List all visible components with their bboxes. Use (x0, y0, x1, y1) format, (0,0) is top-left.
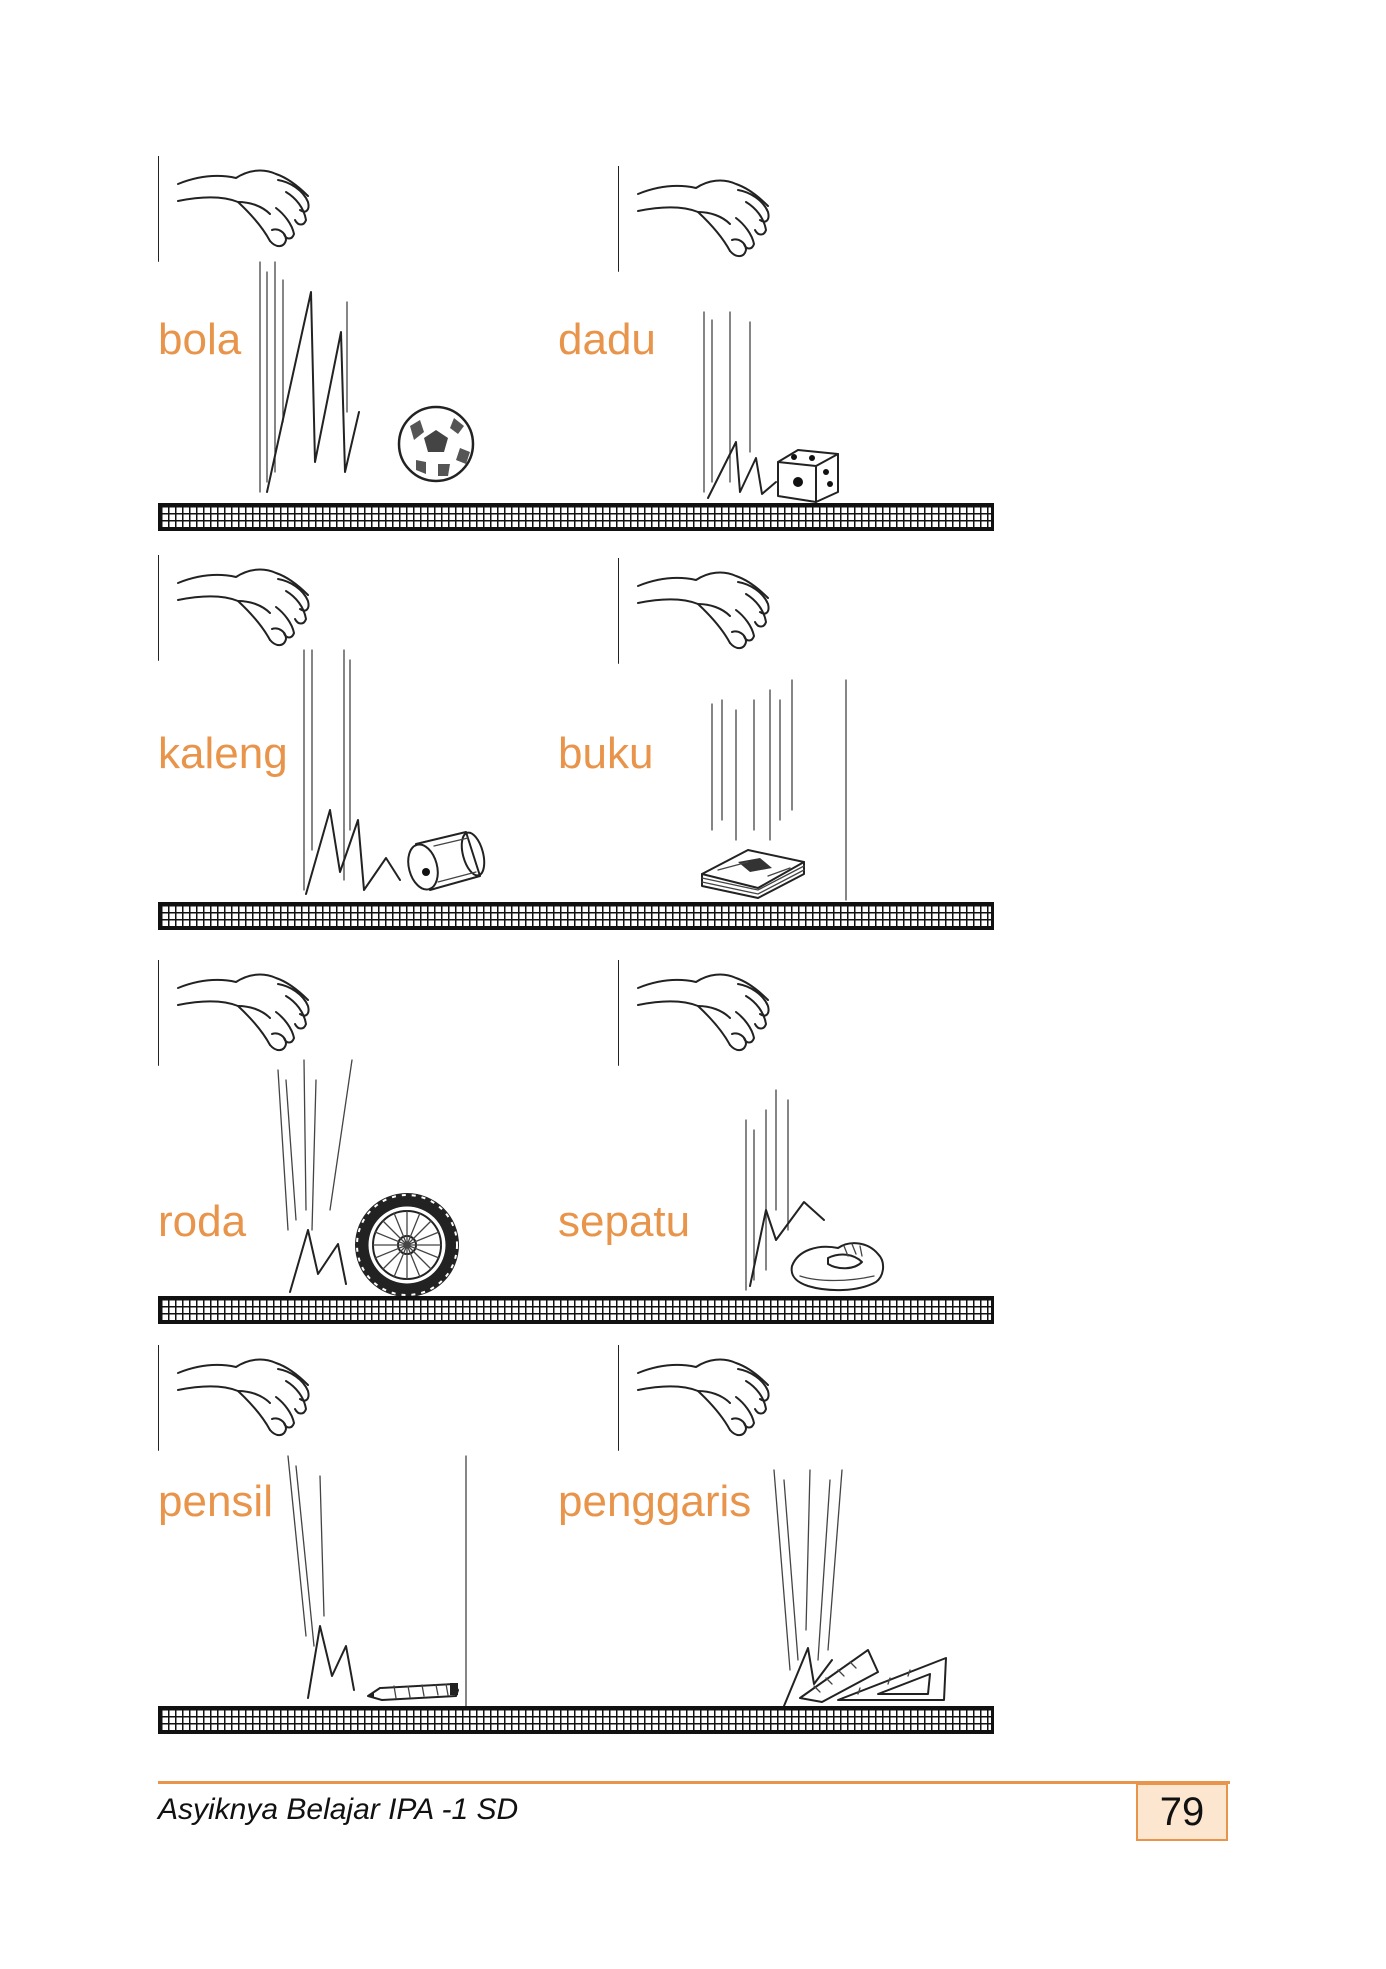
fall-lines-sepatu (745, 1089, 825, 1291)
book-title: Asyiknya Belajar IPA -1 SD (158, 1793, 519, 1826)
page-number: 79 (1136, 1783, 1228, 1841)
ball-icon (396, 404, 476, 484)
hand-icon (618, 166, 778, 276)
label-kaleng: kaleng (158, 729, 288, 778)
floor-grid (158, 902, 994, 930)
wheel-icon (352, 1190, 462, 1300)
label-sepatu: sepatu (558, 1197, 691, 1246)
fall-lines-bola (259, 261, 360, 493)
hand-icon (618, 558, 778, 668)
hand-icon (158, 1345, 318, 1455)
page-number-text: 79 (1159, 1789, 1205, 1834)
fall-lines-roda (277, 1059, 353, 1293)
fall-lines-buku (711, 679, 847, 901)
footer-rule (158, 1781, 1230, 1784)
ruler-icon (798, 1636, 948, 1706)
hand-icon (618, 1345, 778, 1455)
fall-lines-kaleng (303, 649, 401, 895)
label-buku: buku (558, 729, 654, 778)
fall-lines-pensil (287, 1455, 467, 1707)
label-bola: bola (158, 315, 242, 364)
label-dadu: dadu (558, 315, 656, 364)
label-penggaris: penggaris (558, 1477, 752, 1526)
floor-grid (158, 1296, 994, 1324)
hand-icon (158, 960, 318, 1070)
pencil-icon (364, 1680, 464, 1704)
floor-grid (158, 1706, 994, 1734)
fall-lines-penggaris (773, 1469, 843, 1707)
floor-grid (158, 503, 994, 531)
fall-lines-dadu (703, 311, 777, 499)
hand-icon (158, 156, 318, 266)
label-roda: roda (158, 1197, 247, 1246)
hand-icon (158, 555, 318, 665)
book-icon (698, 840, 808, 900)
label-pensil: pensil (158, 1477, 273, 1526)
can-icon (396, 826, 486, 896)
hand-icon (618, 960, 778, 1070)
shoe-icon (788, 1236, 888, 1296)
dice-icon (772, 444, 842, 504)
